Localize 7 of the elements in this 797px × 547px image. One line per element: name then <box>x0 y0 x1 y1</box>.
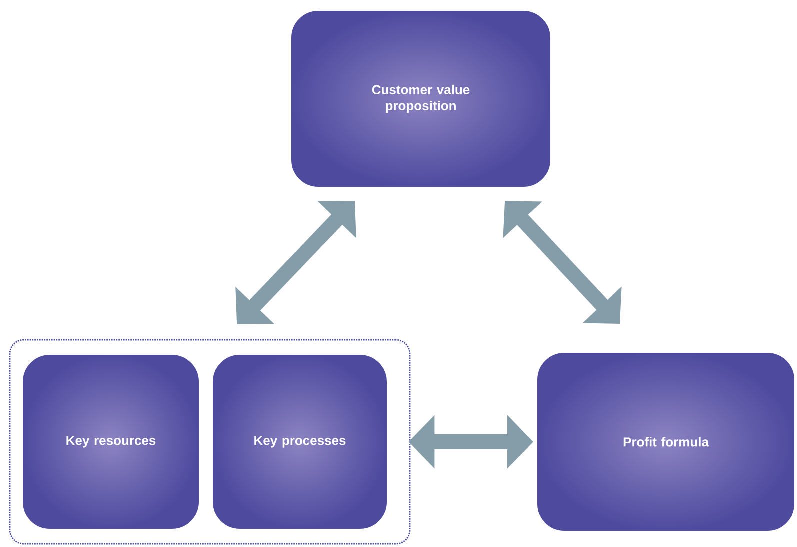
process-box: Customer value proposition <box>290 9 552 189</box>
group-box <box>9 339 411 545</box>
double-arrow <box>503 201 622 324</box>
process-box: Key resources <box>21 353 201 531</box>
process-box: Profit formula <box>536 351 796 533</box>
double-arrow <box>236 201 356 324</box>
process-box: Key processes <box>211 353 389 531</box>
